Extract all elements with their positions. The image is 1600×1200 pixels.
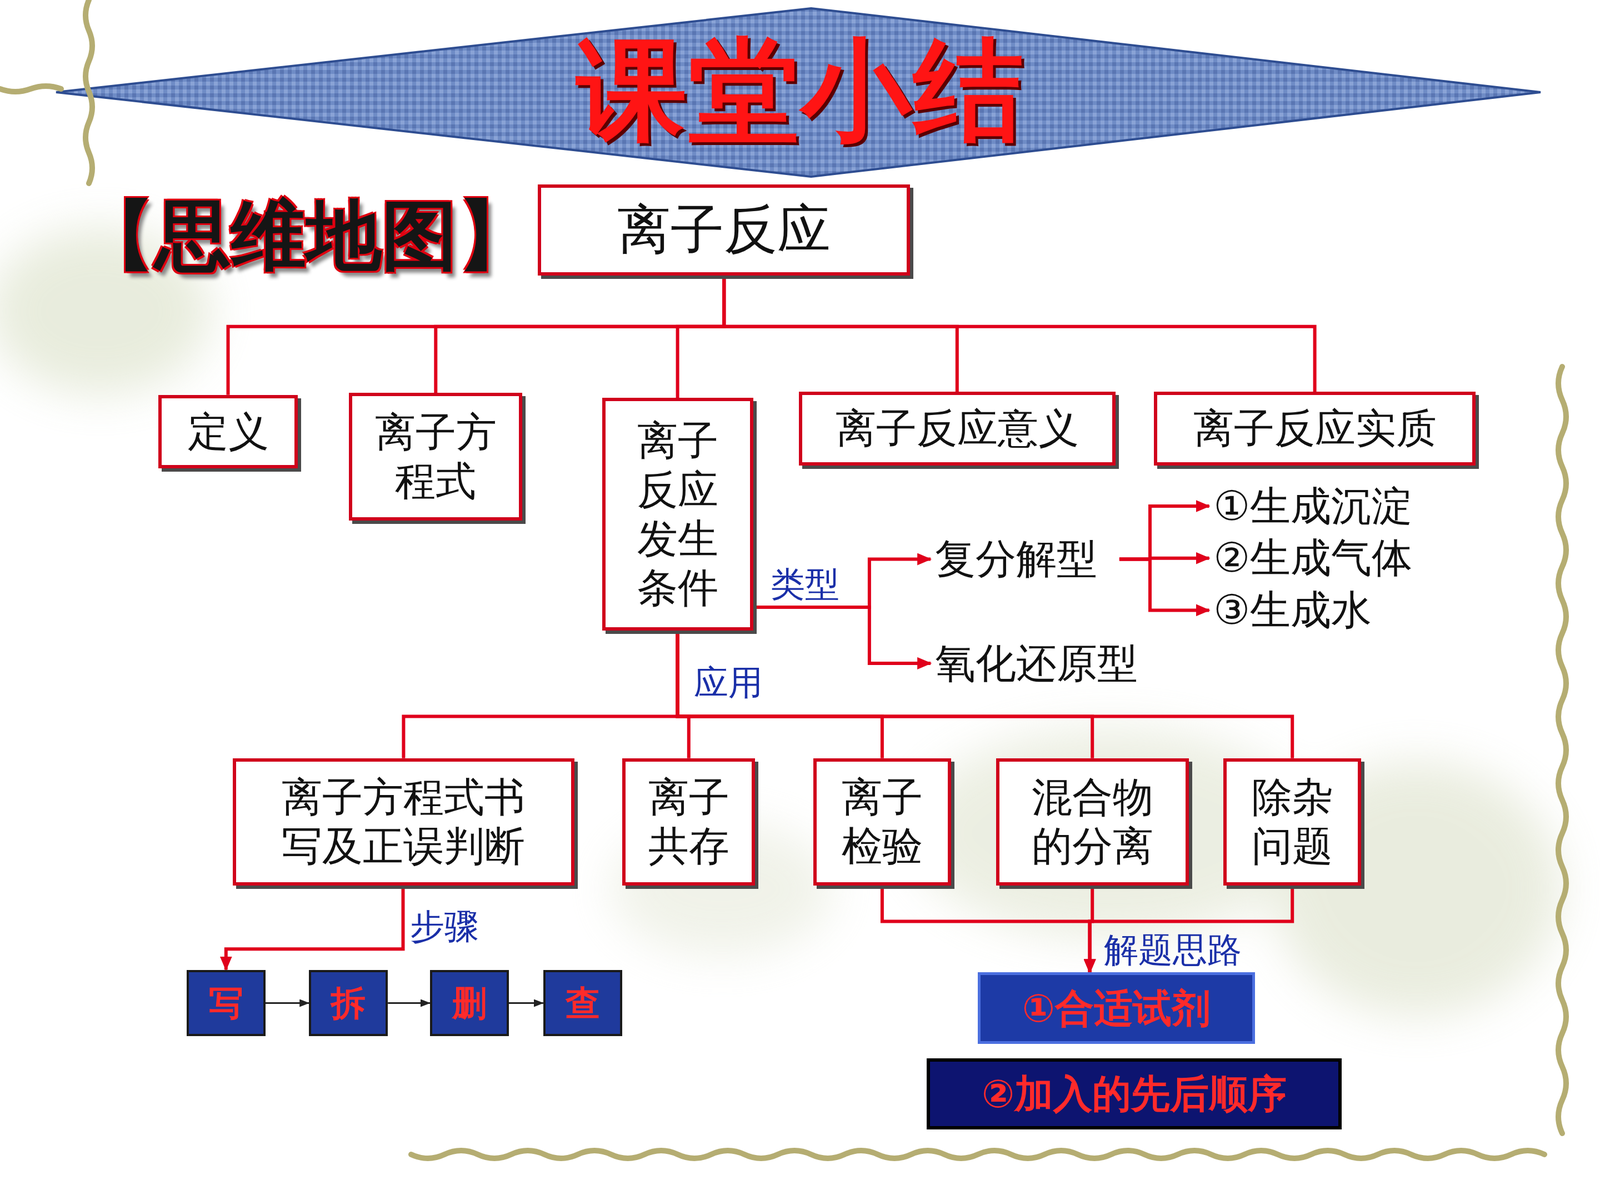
edge-label: 步骤 <box>410 903 479 951</box>
node-text: 离子方程式 <box>374 407 497 506</box>
connector <box>1119 559 1210 611</box>
node-text: 查 <box>565 983 600 1024</box>
connector <box>677 630 883 759</box>
node-text: ②生成气体 <box>1213 534 1413 582</box>
title-banner <box>56 8 1541 177</box>
node-text: 拆 <box>331 983 366 1024</box>
node-text: ③生成水 <box>1213 586 1373 634</box>
text-node: ③生成水 <box>1209 580 1402 640</box>
vine <box>0 86 62 92</box>
concept-box: 除杂问题 <box>1223 758 1362 887</box>
connector <box>723 275 1315 392</box>
section-heading: 【思维地图】 <box>79 185 533 288</box>
concept-box: 离子反应实质 <box>1153 391 1476 465</box>
node-text: ①合适试剂 <box>1022 986 1211 1031</box>
concept-box: 离子反应发生条件 <box>602 397 754 631</box>
answer-box: ②加入的先后顺序 <box>926 1058 1343 1130</box>
concept-box: 离子反应意义 <box>798 391 1115 465</box>
connector <box>882 885 1090 973</box>
vine <box>411 1150 1545 1159</box>
edge-label: 解题思路 <box>1103 926 1242 974</box>
node-text: ②加入的先后顺序 <box>981 1071 1287 1117</box>
vine-border <box>0 0 1567 1159</box>
connector <box>677 275 725 398</box>
background-blotches <box>0 227 1562 1017</box>
connector <box>753 607 932 664</box>
connector <box>677 630 689 759</box>
node-text: 混合物的分离 <box>1031 772 1154 871</box>
text-node: 氧化还原型 <box>930 633 1165 694</box>
title: 课堂小结 <box>576 17 1026 167</box>
edge-label: 类型 <box>770 561 840 609</box>
text-node: ①生成沉淀 <box>1209 476 1443 537</box>
node-text: 离子共存 <box>647 772 730 871</box>
connector <box>226 885 404 970</box>
node-text: 写 <box>208 983 244 1024</box>
node-text: 除杂问题 <box>1251 772 1334 871</box>
concept-box: 离子检验 <box>813 758 952 887</box>
concept-box: 离子反应 <box>537 184 910 275</box>
connector <box>387 1002 430 1004</box>
concept-box: 离子共存 <box>622 758 755 887</box>
node-text: ①生成沉淀 <box>1213 482 1413 530</box>
concept-box: 离子方程式 <box>348 392 523 521</box>
concept-box: 离子方程式书写及正误判断 <box>232 758 575 887</box>
node-text: 离子方程式书写及正误判断 <box>281 772 527 871</box>
connector <box>435 275 724 393</box>
connector <box>677 630 1293 759</box>
step-box: 查 <box>543 970 623 1037</box>
node-text: 离子检验 <box>841 772 923 871</box>
connector <box>403 630 678 759</box>
step-box: 写 <box>186 970 266 1037</box>
node-text: 离子反应 <box>617 199 831 261</box>
node-text: 定义 <box>187 408 269 455</box>
answer-box: ①合适试剂 <box>977 972 1256 1044</box>
concept-box: 混合物的分离 <box>996 758 1189 887</box>
text-node: 复分解型 <box>930 528 1120 589</box>
connector <box>508 1002 544 1004</box>
node-text: 离子反应发生条件 <box>636 416 719 613</box>
step-box: 拆 <box>308 970 388 1037</box>
node-text: 复分解型 <box>935 535 1098 583</box>
connector <box>723 275 958 392</box>
edge-label: 应用 <box>693 659 763 707</box>
step-box: 删 <box>430 970 509 1037</box>
connector <box>1119 506 1210 560</box>
concept-box: 定义 <box>158 395 299 469</box>
vine <box>1558 366 1567 1134</box>
node-text: 氧化还原型 <box>935 640 1138 687</box>
text-node: ②生成气体 <box>1209 527 1443 588</box>
node-text: 删 <box>452 983 487 1024</box>
node-text: 离子反应实质 <box>1193 405 1437 452</box>
connector <box>228 275 725 395</box>
connector <box>265 1002 309 1004</box>
node-text: 离子反应意义 <box>835 405 1079 452</box>
vine <box>85 0 93 184</box>
